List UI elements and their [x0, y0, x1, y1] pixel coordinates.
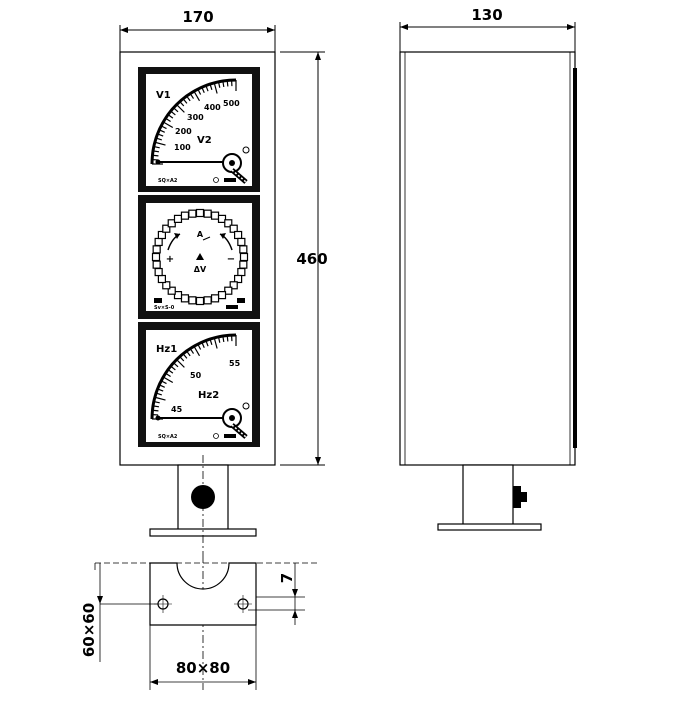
- voltmeter-instrument: V1 100 200 300 400 500 V2 SQ×A2: [138, 67, 260, 192]
- dim-7-label: 7: [278, 573, 296, 583]
- synchroscope-model: Sv×S-0: [154, 305, 175, 311]
- synchroscope-up-symbol: A: [197, 230, 204, 239]
- synchroscope-minus-label: −: [227, 254, 235, 265]
- dim-170-label: 170: [182, 8, 213, 26]
- side-bezel-edge: [573, 68, 577, 448]
- frequency-meter-title: Hz1: [156, 344, 177, 355]
- voltmeter-scale-300: 300: [187, 113, 204, 122]
- synchroscope-lamp: [219, 292, 226, 299]
- voltmeter-model: SQ×A2: [158, 178, 178, 184]
- synchroscope-lamp: [235, 232, 242, 239]
- synchroscope-lamp: [204, 297, 211, 304]
- side-view: 130: [400, 6, 577, 530]
- synchroscope-lamp: [181, 295, 188, 302]
- synchroscope-lamp: [241, 254, 248, 261]
- dimension-60x60: 60×60: [80, 563, 158, 662]
- dim-130-label: 130: [471, 6, 502, 24]
- synchroscope-lamp: [240, 246, 247, 253]
- synchroscope-lamp: [240, 261, 247, 268]
- synchroscope-lamp: [189, 210, 196, 217]
- dimension-width-side: 130: [400, 6, 575, 52]
- frequency-meter-scale-55: 55: [229, 359, 241, 368]
- voltmeter-scale-500: 500: [223, 99, 240, 108]
- synchroscope-lamp: [197, 210, 204, 217]
- frequency-meter-instrument: Hz1 45 50 55 Hz2 SQ×A2: [138, 322, 260, 447]
- synchroscope-instrument: A ΔV + − Sv×S-0: [138, 195, 260, 319]
- base-plan-view: 7 60×60 80×80: [80, 555, 320, 690]
- frequency-meter-subtitle: Hz2: [198, 390, 219, 401]
- synchroscope-lamp: [153, 254, 160, 261]
- front-stand: [150, 455, 256, 555]
- synchroscope-lamp: [238, 269, 245, 276]
- side-housing: [400, 52, 575, 465]
- dimension-width-front: 170: [120, 8, 275, 52]
- synchroscope-lamp: [238, 238, 245, 245]
- synchroscope-lamp: [153, 261, 160, 268]
- dimension-height: 460: [280, 52, 328, 465]
- voltmeter-title: V1: [156, 90, 171, 101]
- synchroscope-delta-label: ΔV: [194, 265, 207, 274]
- synchroscope-lamp: [212, 212, 219, 219]
- synchroscope-lamp: [181, 212, 188, 219]
- voltmeter-scale-100: 100: [174, 143, 191, 152]
- side-base-plate: [438, 524, 541, 530]
- synchroscope-lamp: [212, 295, 219, 302]
- dim-60x60-label: 60×60: [80, 603, 98, 657]
- voltmeter-scale-400: 400: [204, 103, 221, 112]
- frequency-meter-scale-45: 45: [171, 405, 183, 414]
- synchroscope-lamp: [158, 276, 165, 283]
- synchroscope-lamp: [153, 246, 160, 253]
- dim-80x80-label: 80×80: [176, 659, 230, 677]
- front-view: 170 460 V1 100 200 300 400 500 V2: [120, 8, 328, 555]
- synchroscope-lamp: [155, 238, 162, 245]
- side-knob-icon: [513, 486, 521, 508]
- side-stand: [463, 465, 513, 525]
- synchroscope-lamp: [175, 215, 182, 222]
- synchroscope-plus-label: +: [166, 254, 174, 265]
- synchroscope-lamp: [155, 269, 162, 276]
- voltmeter-subtitle: V2: [197, 135, 212, 146]
- synchroscope-lamp: [204, 210, 211, 217]
- frequency-meter-model: SQ×A2: [158, 434, 178, 440]
- frequency-meter-scale-50: 50: [190, 371, 202, 380]
- voltmeter-scale-200: 200: [175, 127, 192, 136]
- synchroscope-lamp: [189, 297, 196, 304]
- synchroscope-lamp: [197, 298, 204, 305]
- dim-460-label: 460: [296, 250, 327, 268]
